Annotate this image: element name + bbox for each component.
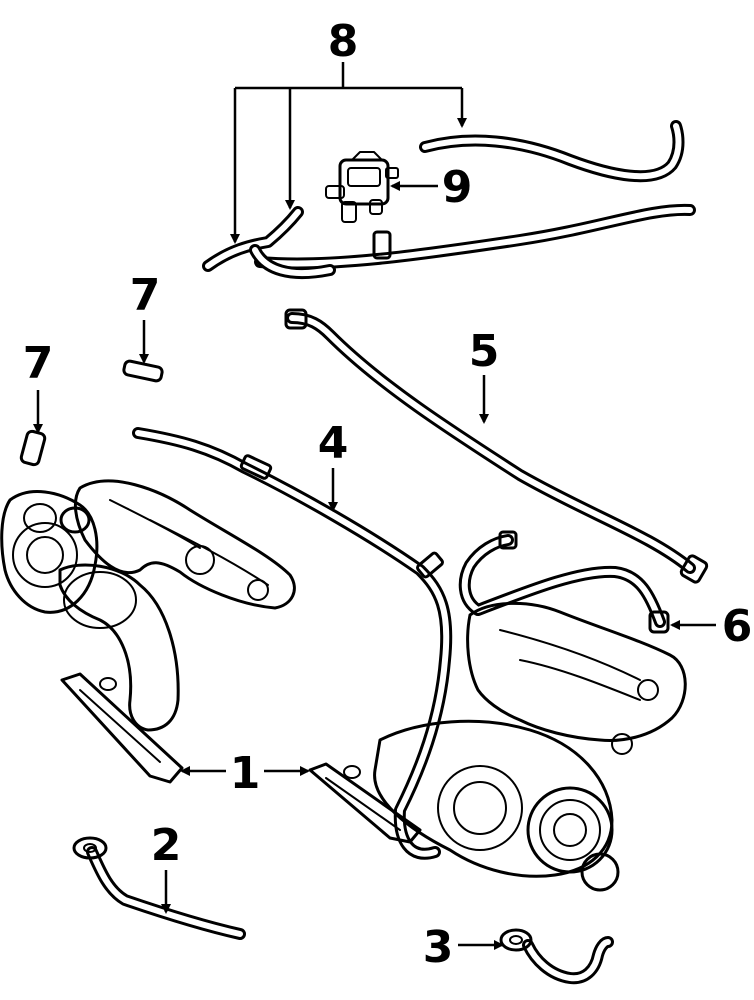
callout-1: 1 <box>230 748 261 799</box>
vacuum-hose-long <box>254 203 696 270</box>
turbocharger-left <box>0 479 296 784</box>
callout-3: 3 <box>423 922 454 973</box>
turbo-oil-line-lower-right <box>499 928 614 985</box>
turbocharger-right <box>308 601 687 892</box>
coolant-line <box>132 427 453 860</box>
callout-7-upper: 7 <box>130 270 161 321</box>
callout-8: 8 <box>328 16 359 67</box>
callout-6: 6 <box>722 601 753 652</box>
callout-9: 9 <box>442 162 473 213</box>
oil-return-line <box>458 530 670 634</box>
callout-7-lower: 7 <box>23 338 54 389</box>
leader-8 <box>230 62 467 244</box>
vacuum-hose-left <box>202 206 392 279</box>
callout-2: 2 <box>151 820 182 871</box>
solenoid-valve <box>325 151 399 223</box>
turbo-oil-line-lower-left <box>72 836 246 940</box>
callout-5: 5 <box>469 326 500 377</box>
callout-4: 4 <box>318 418 349 469</box>
hose-connector-upper <box>122 359 164 383</box>
hose-connector-lower <box>19 429 47 467</box>
vacuum-hose-upper-right <box>419 120 685 183</box>
oil-feed-line <box>284 308 709 584</box>
